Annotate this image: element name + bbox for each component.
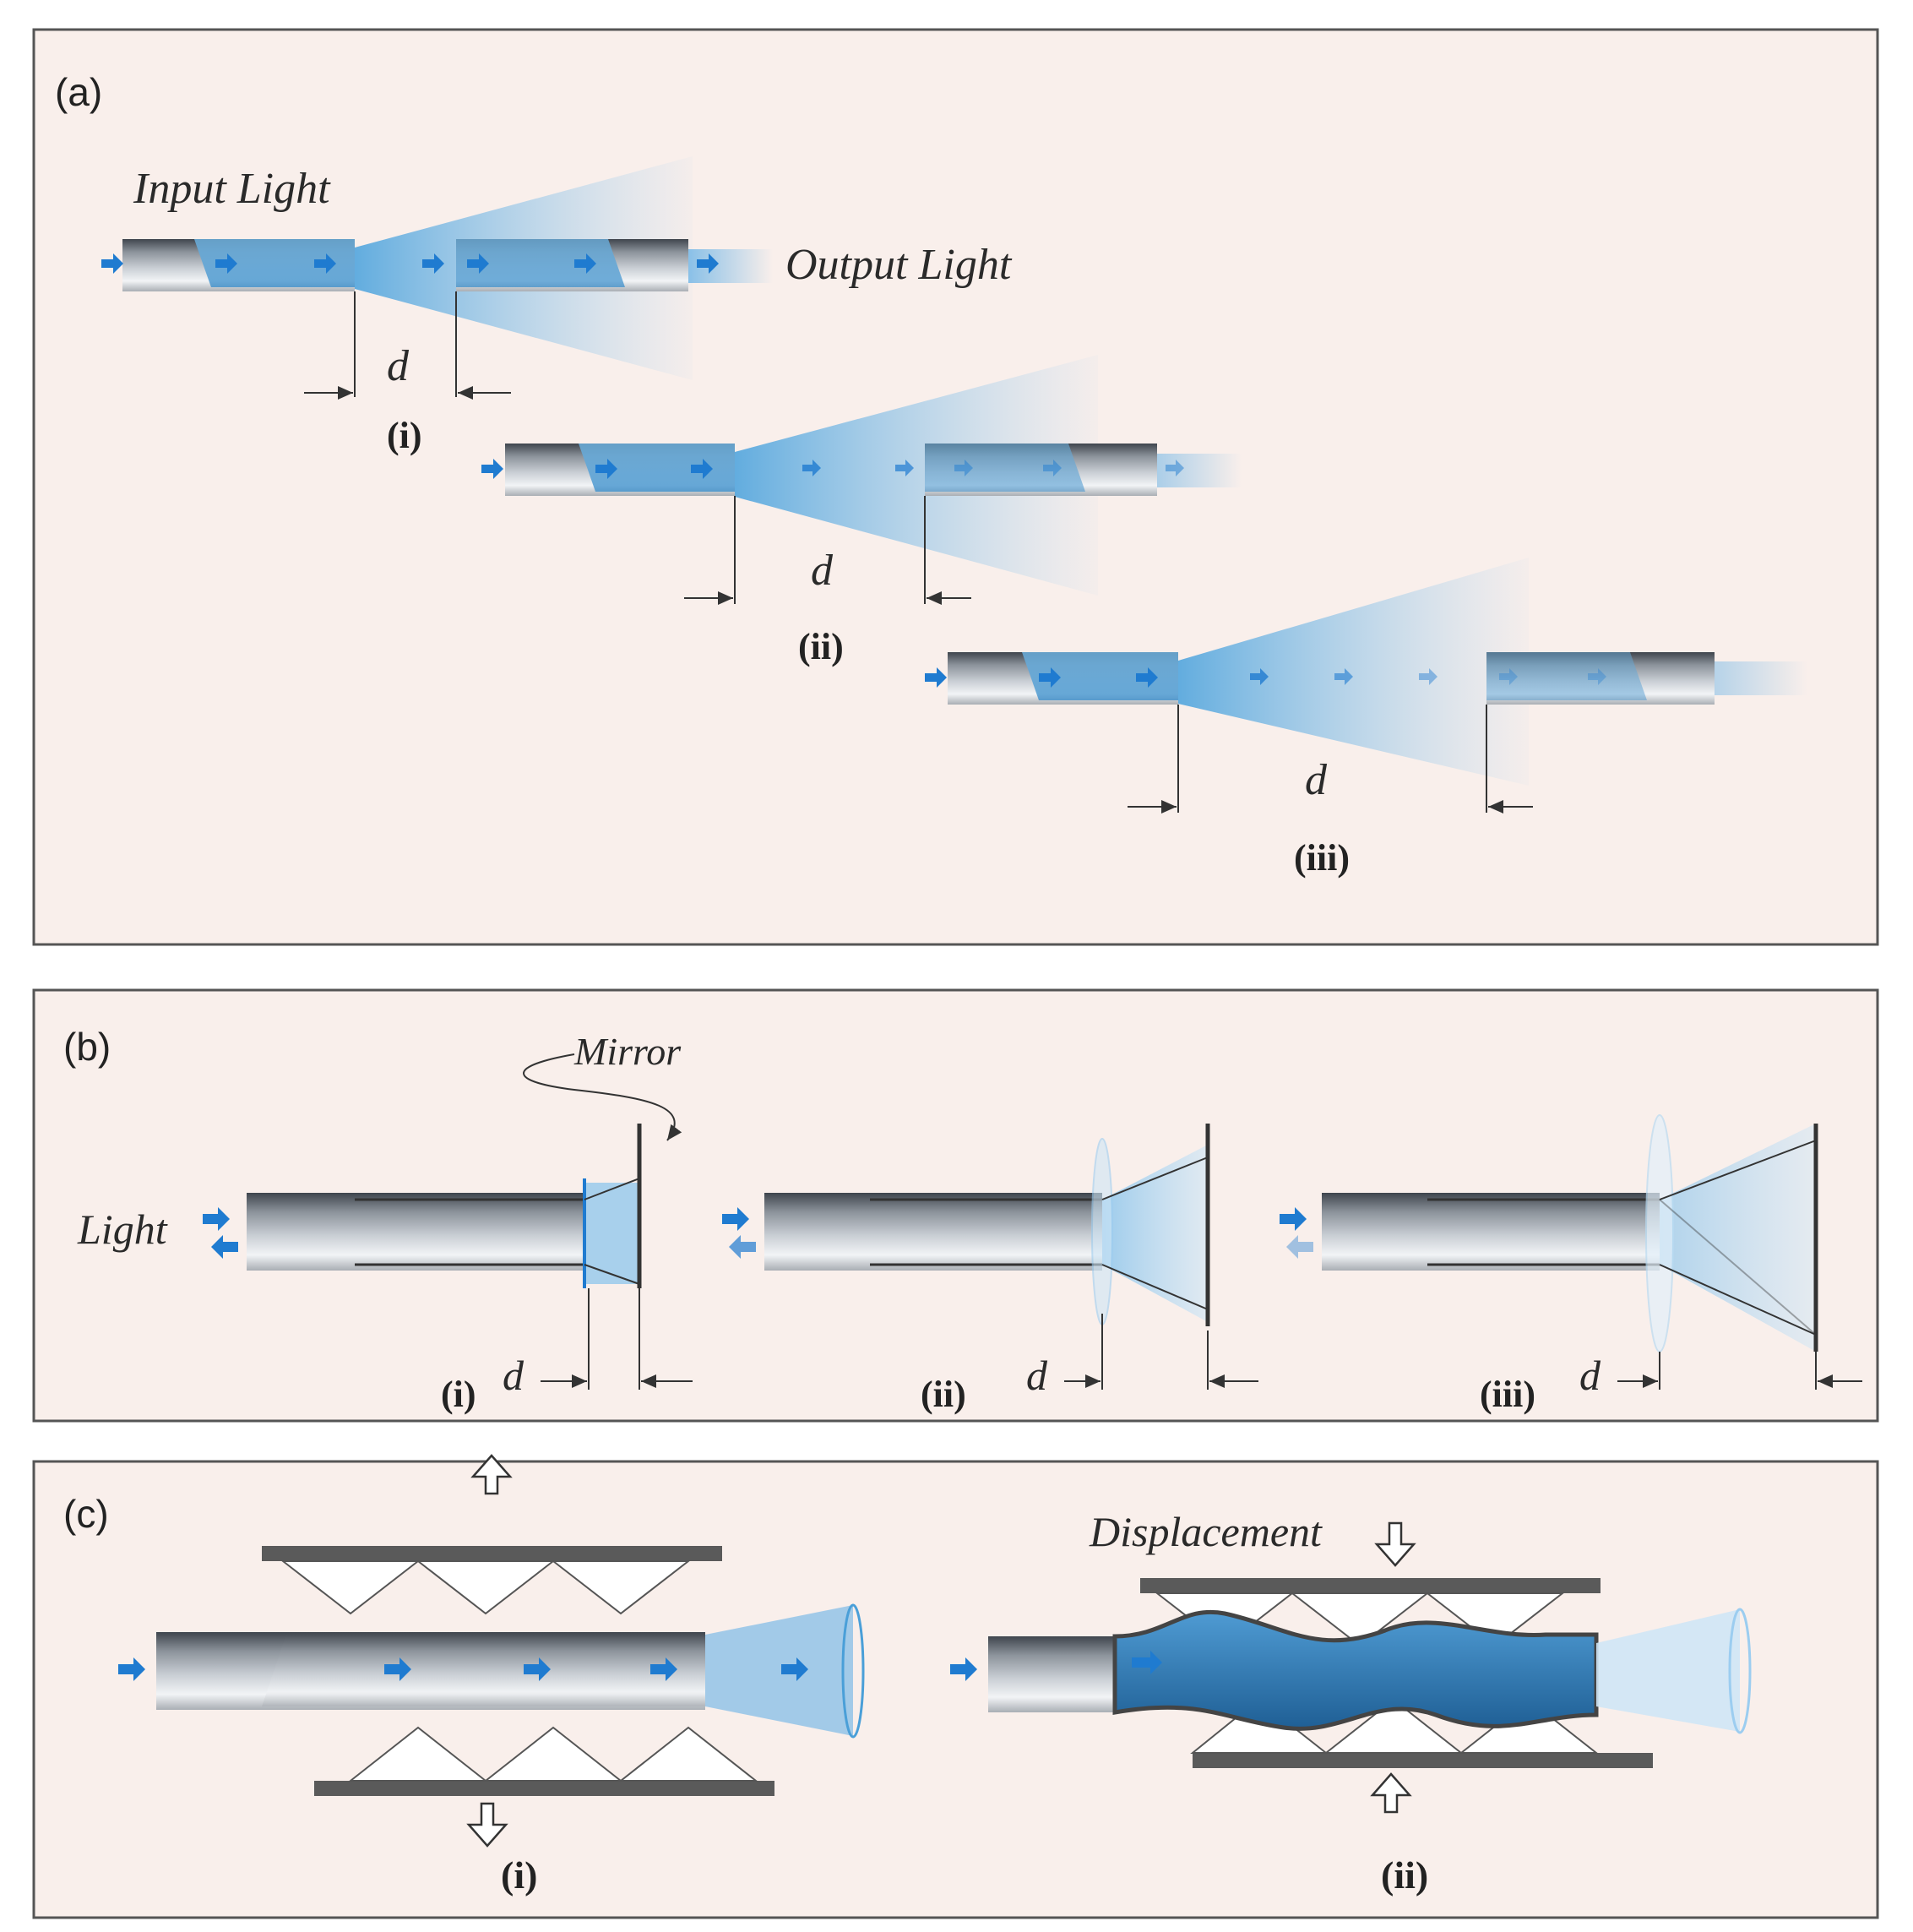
lower-plate	[314, 1781, 774, 1796]
mirror-config-i: d (i)	[203, 1124, 693, 1415]
fiber	[988, 1636, 1115, 1712]
fiber-core	[194, 239, 355, 287]
light-label: Light	[77, 1205, 168, 1253]
down-arrow-icon	[1374, 1521, 1416, 1567]
fiber-core	[1022, 652, 1178, 700]
subfigure-label-i: (i)	[501, 1853, 537, 1897]
gap-config-iii: d (iii)	[925, 558, 1807, 879]
mirror-pointer	[523, 1053, 682, 1141]
panel-a-label: (a)	[55, 70, 102, 114]
light-arrows	[481, 459, 1184, 479]
fiber-core	[579, 444, 735, 492]
panel-c-label: (c)	[63, 1492, 109, 1536]
lower-teeth	[348, 1726, 758, 1782]
gap-config-ii: d (ii)	[481, 355, 1242, 667]
fiber-core	[925, 444, 1085, 492]
lower-plate	[1193, 1753, 1653, 1768]
up-arrow-icon	[1370, 1772, 1412, 1814]
upper-plate	[262, 1546, 722, 1561]
gap-config-i: d (i)	[101, 156, 773, 456]
panel-a: (a) Input Light Output Light	[32, 28, 1879, 946]
mirror-config-ii: d (ii)	[722, 1124, 1258, 1415]
subfigure-label-i: (i)	[441, 1374, 476, 1415]
subfigure-label-ii: (ii)	[798, 626, 844, 667]
subfigure-label-ii: (ii)	[921, 1374, 966, 1415]
light-cone	[1178, 558, 1529, 786]
bent-fiber	[1112, 1609, 1599, 1731]
microbend-displaced: (ii)	[950, 1521, 1752, 1897]
gap-d-label: d	[1305, 756, 1328, 804]
light-arrows	[101, 253, 719, 274]
panel-c: (c) Displacement (i)	[32, 1454, 1879, 1919]
mirror-label: Mirror	[573, 1030, 682, 1073]
upper-plate	[1140, 1578, 1601, 1593]
upper-teeth	[280, 1559, 691, 1615]
subfigure-label-ii: (ii)	[1381, 1853, 1428, 1897]
gap-d-label: d	[811, 547, 834, 595]
reflected-beam	[584, 1183, 639, 1284]
bidirectional-arrows	[1280, 1207, 1313, 1259]
fiber	[247, 1193, 584, 1271]
down-arrow-icon	[466, 1802, 508, 1848]
light-arrows	[925, 667, 1606, 688]
gap-d-label: d	[1026, 1352, 1048, 1399]
bidirectional-arrows	[203, 1207, 238, 1259]
gap-d-label: d	[503, 1352, 524, 1399]
output-cone	[1596, 1609, 1740, 1732]
bidirectional-arrows	[722, 1207, 756, 1259]
subfigure-label-iii: (iii)	[1294, 837, 1350, 879]
up-arrow-icon	[470, 1454, 513, 1495]
gap-d-label: d	[387, 342, 410, 390]
panel-b: (b) Light Mirror d (i)	[32, 988, 1879, 1423]
subfigure-label-i: (i)	[387, 415, 422, 456]
panel-b-label: (b)	[63, 1025, 111, 1069]
microbend-relaxed: (i)	[118, 1454, 865, 1897]
reflected-beam	[1660, 1124, 1816, 1352]
mirror-config-iii: d (iii)	[1280, 1114, 1862, 1415]
gap-d-label: d	[1579, 1352, 1601, 1399]
light-arrows	[118, 1657, 808, 1681]
subfigure-label-iii: (iii)	[1480, 1374, 1535, 1415]
fiber-core	[456, 239, 625, 287]
fiber	[1322, 1193, 1660, 1271]
output-cone	[705, 1605, 853, 1736]
output-light-label: Output Light	[785, 241, 1013, 289]
light-arrows	[950, 1651, 1162, 1681]
fiber	[764, 1193, 1102, 1271]
light-cone	[735, 355, 1098, 596]
fiber-core	[1486, 652, 1647, 700]
output-light-tail	[1715, 661, 1807, 695]
displacement-label: Displacement	[1089, 1508, 1323, 1555]
input-light-label: Input Light	[133, 165, 331, 213]
